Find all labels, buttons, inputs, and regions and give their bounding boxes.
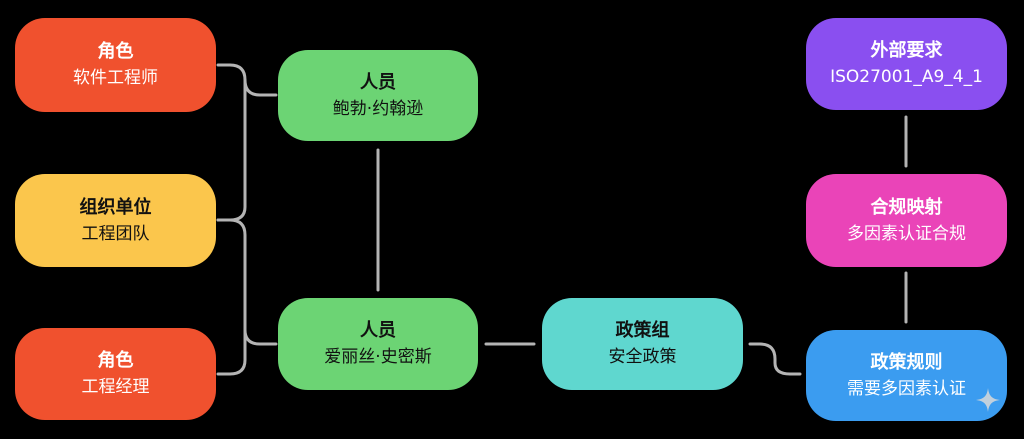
node-value: 安全政策 [608,347,677,367]
policy-rule-node[interactable]: 政策规则 需要多因素认证 [806,330,1007,421]
connector-bracket-alice [243,328,278,346]
node-value: 软件工程师 [73,68,158,88]
node-title: 角色 [97,350,134,371]
connector-policygroup-rule [748,342,802,376]
node-title: 政策规则 [870,351,943,373]
person-bob-node[interactable]: 人员 鲍勃·约翰逊 [278,50,478,141]
node-value: 工程团队 [81,223,150,244]
role-software-engineer-node[interactable]: 角色 软件工程师 [15,18,216,112]
node-value: ISO27001_A9_4_1 [830,67,983,87]
node-value: 工程经理 [81,377,150,397]
node-title: 人员 [360,320,396,341]
node-value: 多因素认证合规 [847,223,966,244]
policy-group-node[interactable]: 政策组 安全政策 [542,298,743,390]
node-title: 合规映射 [870,196,943,218]
org-unit-node[interactable]: 组织单位 工程团队 [15,174,216,267]
node-value: 鲍勃·约翰逊 [332,98,424,119]
connector-bracket-lower [216,218,247,376]
external-requirement-node[interactable]: 外部要求 ISO27001_A9_4_1 [806,18,1007,110]
sparkle-icon [976,388,1000,412]
node-title: 政策组 [615,320,670,341]
node-title: 人员 [360,71,396,93]
node-title: 组织单位 [79,196,152,218]
node-value: 爱丽丝·史密斯 [324,347,432,367]
role-engineering-manager-node[interactable]: 角色 工程经理 [15,328,216,420]
person-alice-node[interactable]: 人员 爱丽丝·史密斯 [278,298,478,390]
node-title: 外部要求 [870,40,943,61]
connector-bracket-bob [243,78,278,97]
node-value: 需要多因素认证 [847,378,966,399]
node-title: 角色 [97,41,134,62]
compliance-mapping-node[interactable]: 合规映射 多因素认证合规 [806,174,1007,267]
connector-role-se-bracket [216,63,247,222]
